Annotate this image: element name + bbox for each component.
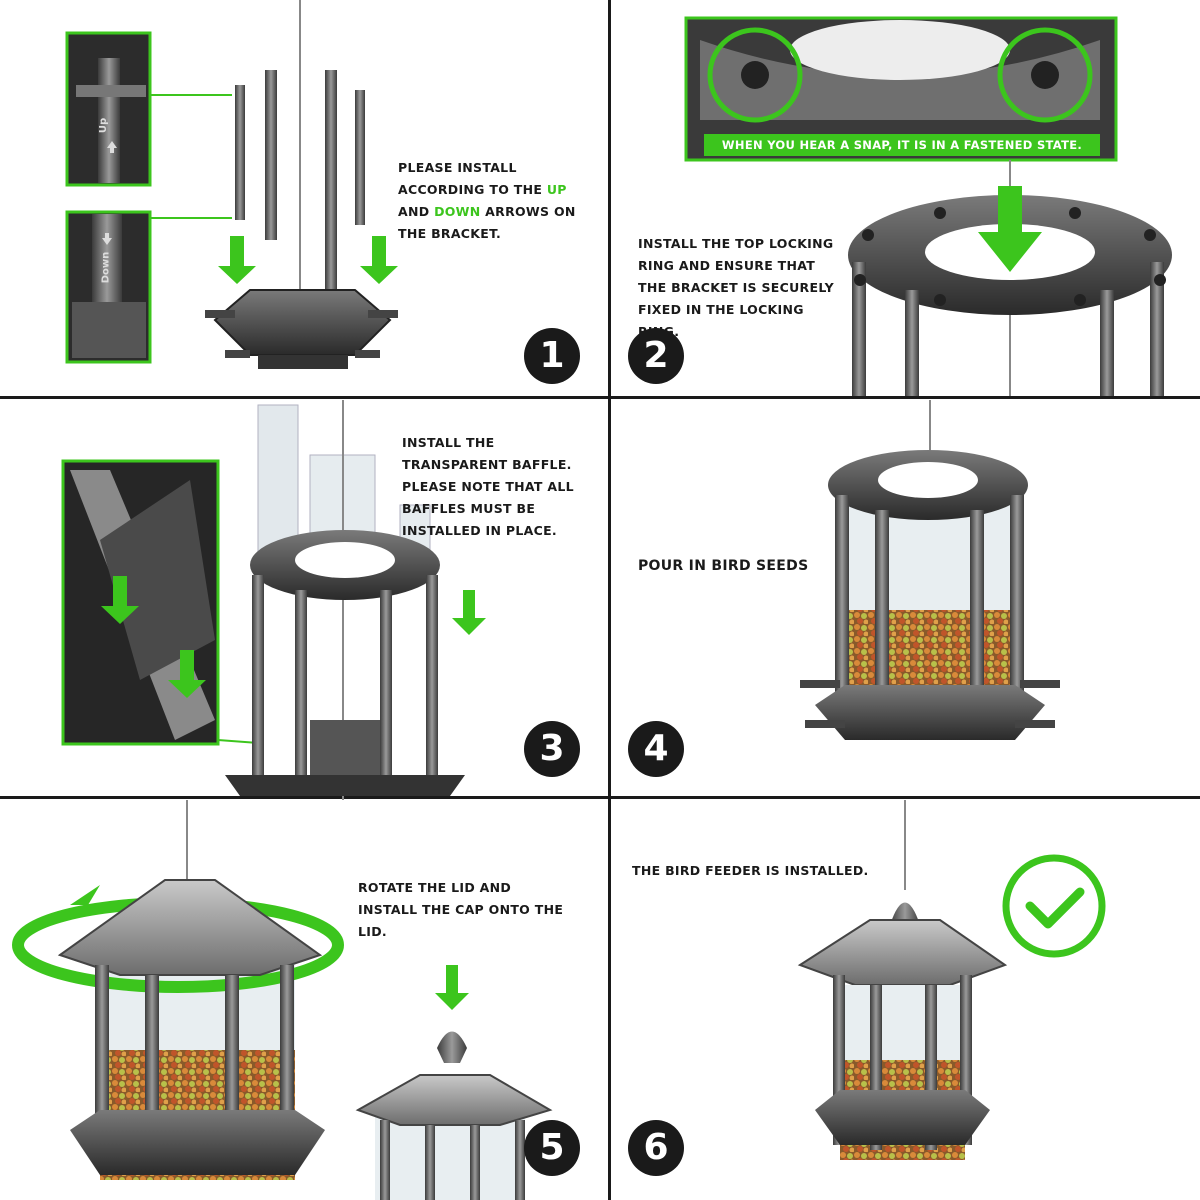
- step-3-badge: 3: [524, 721, 580, 777]
- step-6-badge: 6: [628, 1120, 684, 1176]
- down-arrow-icon: [101, 576, 139, 624]
- step-1-instruction: PLEASE INSTALL ACCORDING TO THE UP AND D…: [398, 157, 598, 245]
- step-6-instruction: THE BIRD FEEDER IS INSTALLED.: [632, 863, 869, 878]
- up-label: Up: [98, 117, 110, 134]
- step-6-illustration: [797, 800, 1008, 1160]
- step-3-illustration: [61, 400, 465, 800]
- step-5-badge: 5: [524, 1120, 580, 1176]
- step-3-instruction: INSTALL THE TRANSPARENT BAFFLE. PLEASE N…: [402, 435, 574, 538]
- rotate-arrow-icon: [70, 885, 100, 905]
- step-4-badge: 4: [628, 721, 684, 777]
- down-arrow-icon: [168, 650, 206, 698]
- divider-row-2: [0, 796, 1200, 799]
- snap-callout: WHEN YOU HEAR A SNAP, IT IS IN A FASTENE…: [704, 134, 1100, 156]
- down-arrow-icon: [435, 965, 469, 1010]
- step-1-badge: 1: [524, 328, 580, 384]
- down-arrow-icon: [978, 186, 1042, 272]
- down-label: Down: [100, 251, 112, 284]
- up-keyword: UP: [546, 182, 567, 197]
- down-keyword: DOWN: [434, 204, 481, 219]
- step-4-illustration: [800, 400, 1060, 740]
- down-arrow-icon: [102, 233, 112, 245]
- step-5-instruction: ROTATE THE LID AND INSTALL THE CAP ONTO …: [358, 880, 564, 939]
- down-arrow-icon: [218, 236, 256, 284]
- step-4-instruction: POUR IN BIRD SEEDS: [638, 558, 809, 574]
- up-arrow-icon: [107, 141, 117, 153]
- down-arrow-icon: [452, 590, 486, 635]
- step-1-illustration: [65, 0, 398, 369]
- step-1-text-c: ARROWS ON THE BRACKET.: [398, 204, 576, 241]
- step-2-badge: 2: [628, 328, 684, 384]
- step-5-illustration: [12, 800, 553, 1200]
- step-1-text-b: AND: [398, 204, 435, 219]
- divider-column: [608, 0, 611, 1200]
- divider-row-1: [0, 396, 1200, 399]
- step-1-text-a: PLEASE INSTALL ACCORDING TO THE: [398, 160, 547, 197]
- checkmark-icon: [1002, 854, 1106, 958]
- down-arrow-icon: [360, 236, 398, 284]
- step-2-instruction: INSTALL THE TOP LOCKING RING AND ENSURE …: [638, 236, 834, 339]
